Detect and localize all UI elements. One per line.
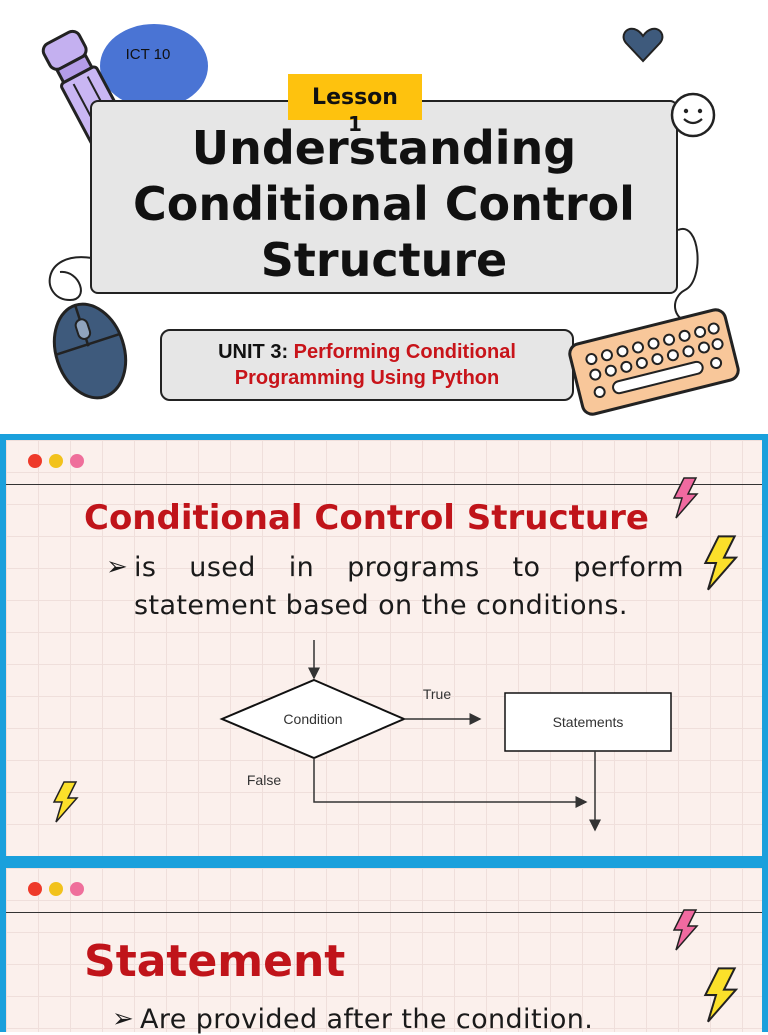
ict-badge: ICT 10: [100, 24, 208, 108]
bullet-line-2: statement based on the conditions.: [134, 590, 628, 621]
window-dot-red: [28, 454, 42, 468]
bullet-arrow-icon: ➢: [106, 552, 128, 582]
heart-icon: [622, 27, 664, 63]
keyboard-icon: [568, 308, 740, 416]
window-topbar: [6, 868, 762, 913]
false-arrow: [313, 758, 588, 808]
condition-label: Condition: [283, 711, 342, 727]
slide-heading: Statement: [84, 936, 346, 987]
title-line-1: Understanding: [191, 121, 577, 175]
false-label: False: [247, 772, 281, 788]
ict-badge-text: ICT 10: [125, 45, 171, 63]
lightning-icon: [672, 477, 699, 519]
window-dot-yellow: [49, 454, 63, 468]
bullet-arrow-icon: ➢: [112, 1004, 134, 1034]
bullet-line: Are provided after the condition.: [140, 1004, 594, 1035]
slide-statement: Statement ➢ Are provided after the condi…: [0, 862, 768, 1035]
window-dot-pink: [70, 454, 84, 468]
lightning-icon: [703, 535, 739, 591]
slide-heading: Conditional Control Structure: [84, 498, 649, 538]
statements-box: [504, 692, 672, 752]
window-dot-yellow: [49, 882, 63, 896]
lightning-icon: [52, 781, 79, 823]
unit-label: UNIT 3:: [218, 341, 289, 363]
title-slide: ICT 10 Understanding Conditional Control…: [0, 0, 768, 432]
doodle-lines: [48, 227, 699, 323]
window-topbar: [6, 440, 762, 485]
lightning-icon: [672, 909, 699, 951]
window-dot-red: [28, 882, 42, 896]
smiley-icon: [670, 92, 716, 138]
unit-box: UNIT 3: Performing Conditional Programmi…: [160, 329, 574, 401]
title-line-3: Structure: [260, 233, 508, 287]
lesson-badge: Lesson: [288, 74, 422, 120]
unit-title-line-2: Programming Using Python: [234, 367, 500, 389]
title-line-2: Conditional Control: [133, 177, 635, 231]
statements-label: Statements: [553, 714, 624, 730]
slide-conditional-control: Conditional Control Structure ➢ is used …: [0, 434, 768, 862]
bullet-line-1: is used in programs to perform: [134, 552, 684, 583]
true-label: True: [423, 686, 451, 702]
slide-title: Understanding Conditional Control Struct…: [90, 120, 678, 288]
lightning-icon: [703, 967, 739, 1023]
title-box: [90, 100, 678, 294]
lesson-number: 1: [348, 112, 362, 136]
mouse-icon: [52, 302, 128, 400]
window-dot-pink: [70, 882, 84, 896]
flowchart: Condition True Statements False: [219, 640, 672, 832]
unit-title-line-1: Performing Conditional: [293, 341, 516, 363]
